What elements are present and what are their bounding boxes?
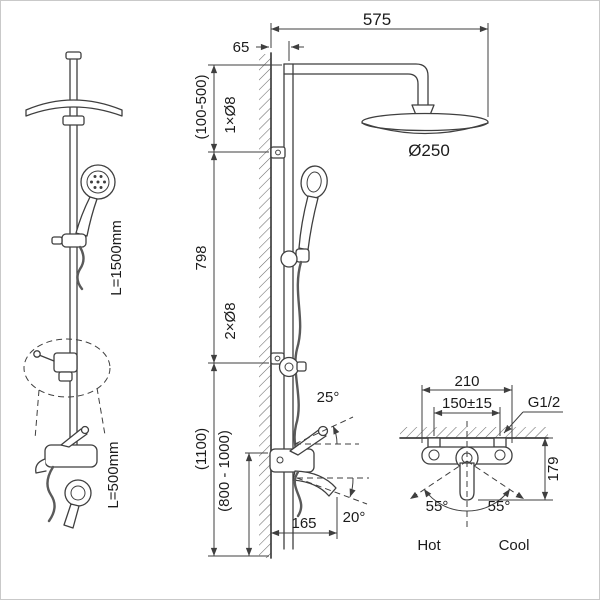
hot-inlet xyxy=(427,437,441,448)
dim-swivel-right: 55° xyxy=(488,498,511,515)
diverter-knob xyxy=(278,356,300,378)
short-hose xyxy=(46,465,56,523)
top-arm xyxy=(283,63,429,106)
label-hose-short: L=500mm xyxy=(105,441,122,508)
dim-wall-offset: 65 xyxy=(233,39,250,56)
hand-shower-front xyxy=(280,165,328,268)
mixer-spout xyxy=(292,470,337,497)
dim-overall-height: (1100) xyxy=(193,428,210,470)
detail-dimensions xyxy=(421,385,563,501)
label-thread-size: G1/2 xyxy=(528,394,561,411)
top-arm xyxy=(283,73,419,106)
swivel-arc-right xyxy=(466,488,511,512)
wall-hatch-detail xyxy=(400,427,548,438)
mixer-side-detail xyxy=(35,425,98,529)
dim-spout-angle: 20° xyxy=(343,509,366,526)
detail-callout-ellipse xyxy=(23,338,111,398)
label-cool: Cool xyxy=(499,537,530,554)
dim-top-width: 575 xyxy=(363,10,391,29)
dim-head-diameter: Ø250 xyxy=(408,141,450,160)
head-collar xyxy=(62,115,85,126)
label-hose-long: L=1500mm xyxy=(108,220,125,295)
swivel-ray-right xyxy=(466,460,525,500)
slider-mount xyxy=(280,250,298,268)
rain-shower-head xyxy=(361,112,489,132)
mixer-lever xyxy=(289,428,327,456)
callout-leader xyxy=(34,389,40,440)
angle-construction-25 xyxy=(294,416,359,445)
front-view xyxy=(259,52,489,559)
side-view xyxy=(23,51,123,529)
bracket-screw xyxy=(275,149,281,156)
dim-body-width: 210 xyxy=(454,373,479,390)
rain-shower-head-rim xyxy=(361,122,489,135)
hand-shower-face xyxy=(75,164,116,237)
mixer-lever-side xyxy=(60,428,88,448)
slider-bracket xyxy=(61,233,87,248)
dim-depth: 179 xyxy=(545,456,562,481)
callout-upper-anchor: 1×Ø8 xyxy=(222,96,239,133)
shower-hose xyxy=(293,260,303,461)
cold-inlet xyxy=(493,437,507,448)
labels: 575 65 (100-500) 1×Ø8 Ø250 798 2×Ø8 25° … xyxy=(105,10,562,554)
mixer-hose xyxy=(293,470,303,518)
dim-swivel-left: 55° xyxy=(426,498,449,515)
callout-leader xyxy=(96,387,106,436)
dim-inlet-spacing: 150±15 xyxy=(442,395,492,412)
dim-spout-reach: 165 xyxy=(291,515,316,532)
pole-cap xyxy=(65,51,82,60)
dim-lever-angle: 25° xyxy=(317,389,340,406)
dim-pipe-length: 798 xyxy=(193,245,210,270)
dim-mixer-height-range: (800 - 1000) xyxy=(216,430,233,512)
callout-lower-anchor: 2×Ø8 xyxy=(222,302,239,339)
bracket-screw xyxy=(274,355,281,362)
thread-leader xyxy=(503,411,524,434)
spray-holes xyxy=(90,175,106,189)
mixer-detail-view xyxy=(399,385,563,528)
mixer-spout-side xyxy=(35,458,47,474)
diverter-side xyxy=(33,350,78,382)
slider-knob xyxy=(51,236,63,245)
swivel-arc-left xyxy=(423,488,468,512)
mixer-body-side xyxy=(44,444,98,468)
front-dimensions xyxy=(208,23,489,557)
dim-upper-range: (100-500) xyxy=(193,74,210,139)
hand-shower-handle xyxy=(75,196,98,237)
wall-hatch xyxy=(259,54,271,558)
hand-shower-in-holder xyxy=(64,479,92,507)
label-hot: Hot xyxy=(417,537,441,554)
shower-head-side xyxy=(25,99,123,117)
upper-wall-bracket xyxy=(270,146,286,159)
swivel-ray-left xyxy=(409,460,468,500)
hose-segment xyxy=(76,245,85,291)
angle-construction-20 xyxy=(296,477,369,505)
mixer-front xyxy=(269,425,337,518)
